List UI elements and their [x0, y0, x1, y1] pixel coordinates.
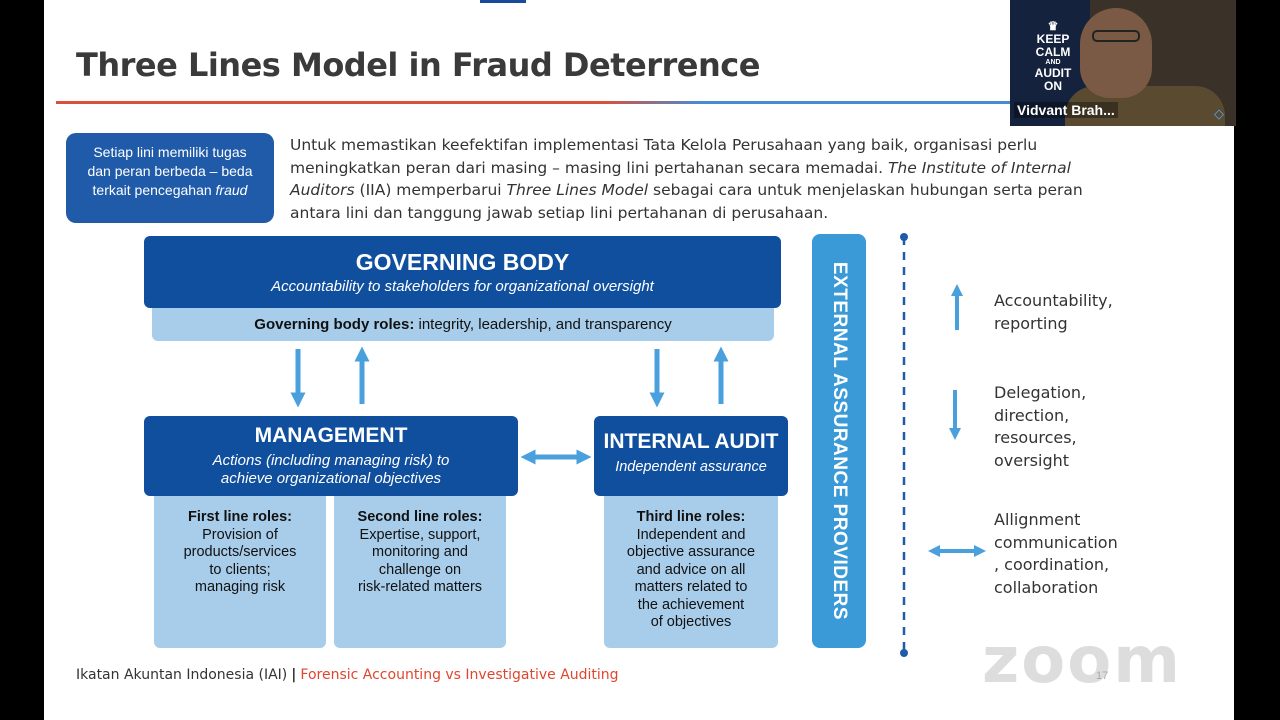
callout-line: dan peran berbeda – beda: [87, 163, 253, 179]
title-rule: [56, 101, 1234, 104]
callout-line: Setiap lini memiliki tugas: [93, 144, 247, 160]
internal-audit-subtitle: Independent assurance: [615, 459, 767, 475]
callout-line: terkait pencegahan fraud: [92, 182, 248, 198]
external-assurance-bar: EXTERNAL ASSURANCE PROVIDERS: [812, 234, 866, 648]
divider-dot: [900, 233, 908, 241]
top-strip: [480, 0, 526, 3]
internal-audit-title: INTERNAL AUDIT: [603, 430, 779, 453]
video-options-icon[interactable]: ◇: [1214, 106, 1224, 121]
footer-topic: Forensic Accounting vs Investigative Aud…: [300, 667, 619, 683]
second-line-roles: Second line roles: Expertise, support, m…: [334, 496, 506, 648]
first-line-roles: First line roles: Provision of products/…: [154, 496, 326, 648]
legend-down-text: Delegation,direction,resources,oversight: [994, 383, 1087, 470]
participant-name: Vidvant Brah...: [1014, 102, 1118, 118]
legend-up-text: Accountability,reporting: [994, 291, 1113, 333]
external-assurance-label: EXTERNAL ASSURANCE PROVIDERS: [829, 261, 850, 621]
participant-face: [1080, 8, 1152, 98]
slide-title: Three Lines Model in Fraud Deterrence: [76, 46, 760, 84]
governing-body-roles: Governing body roles: integrity, leaders…: [152, 308, 774, 341]
third-line-roles: Third line roles: Independent and object…: [604, 496, 778, 648]
management-box: MANAGEMENT Actions (including managing r…: [144, 416, 518, 496]
footer-org: Ikatan Akuntan Indonesia (IAI): [76, 667, 288, 683]
footer-separator: |: [291, 667, 297, 683]
intro-paragraph: Untuk memastikan keefektifan implementas…: [290, 136, 1083, 222]
callout-box: Setiap lini memiliki tugas dan peran ber…: [66, 133, 274, 223]
zoom-watermark: zoom: [982, 624, 1182, 698]
internal-audit-box: INTERNAL AUDIT Independent assurance: [594, 416, 788, 496]
crown-icon: ♛: [1047, 19, 1059, 33]
management-title: MANAGEMENT: [254, 424, 408, 447]
divider-dot: [900, 649, 908, 657]
governing-body-subtitle: Accountability to stakeholders for organ…: [271, 278, 654, 295]
governing-body-title: GOVERNING BODY: [355, 249, 570, 275]
participant-glasses: [1092, 30, 1140, 42]
page-number: 17: [1096, 670, 1109, 682]
participant-shirt: [1065, 86, 1225, 126]
footer: Ikatan Akuntan Indonesia (IAI)|Forensic …: [76, 667, 619, 683]
governing-body-box: GOVERNING BODY Accountability to stakeho…: [144, 236, 781, 308]
